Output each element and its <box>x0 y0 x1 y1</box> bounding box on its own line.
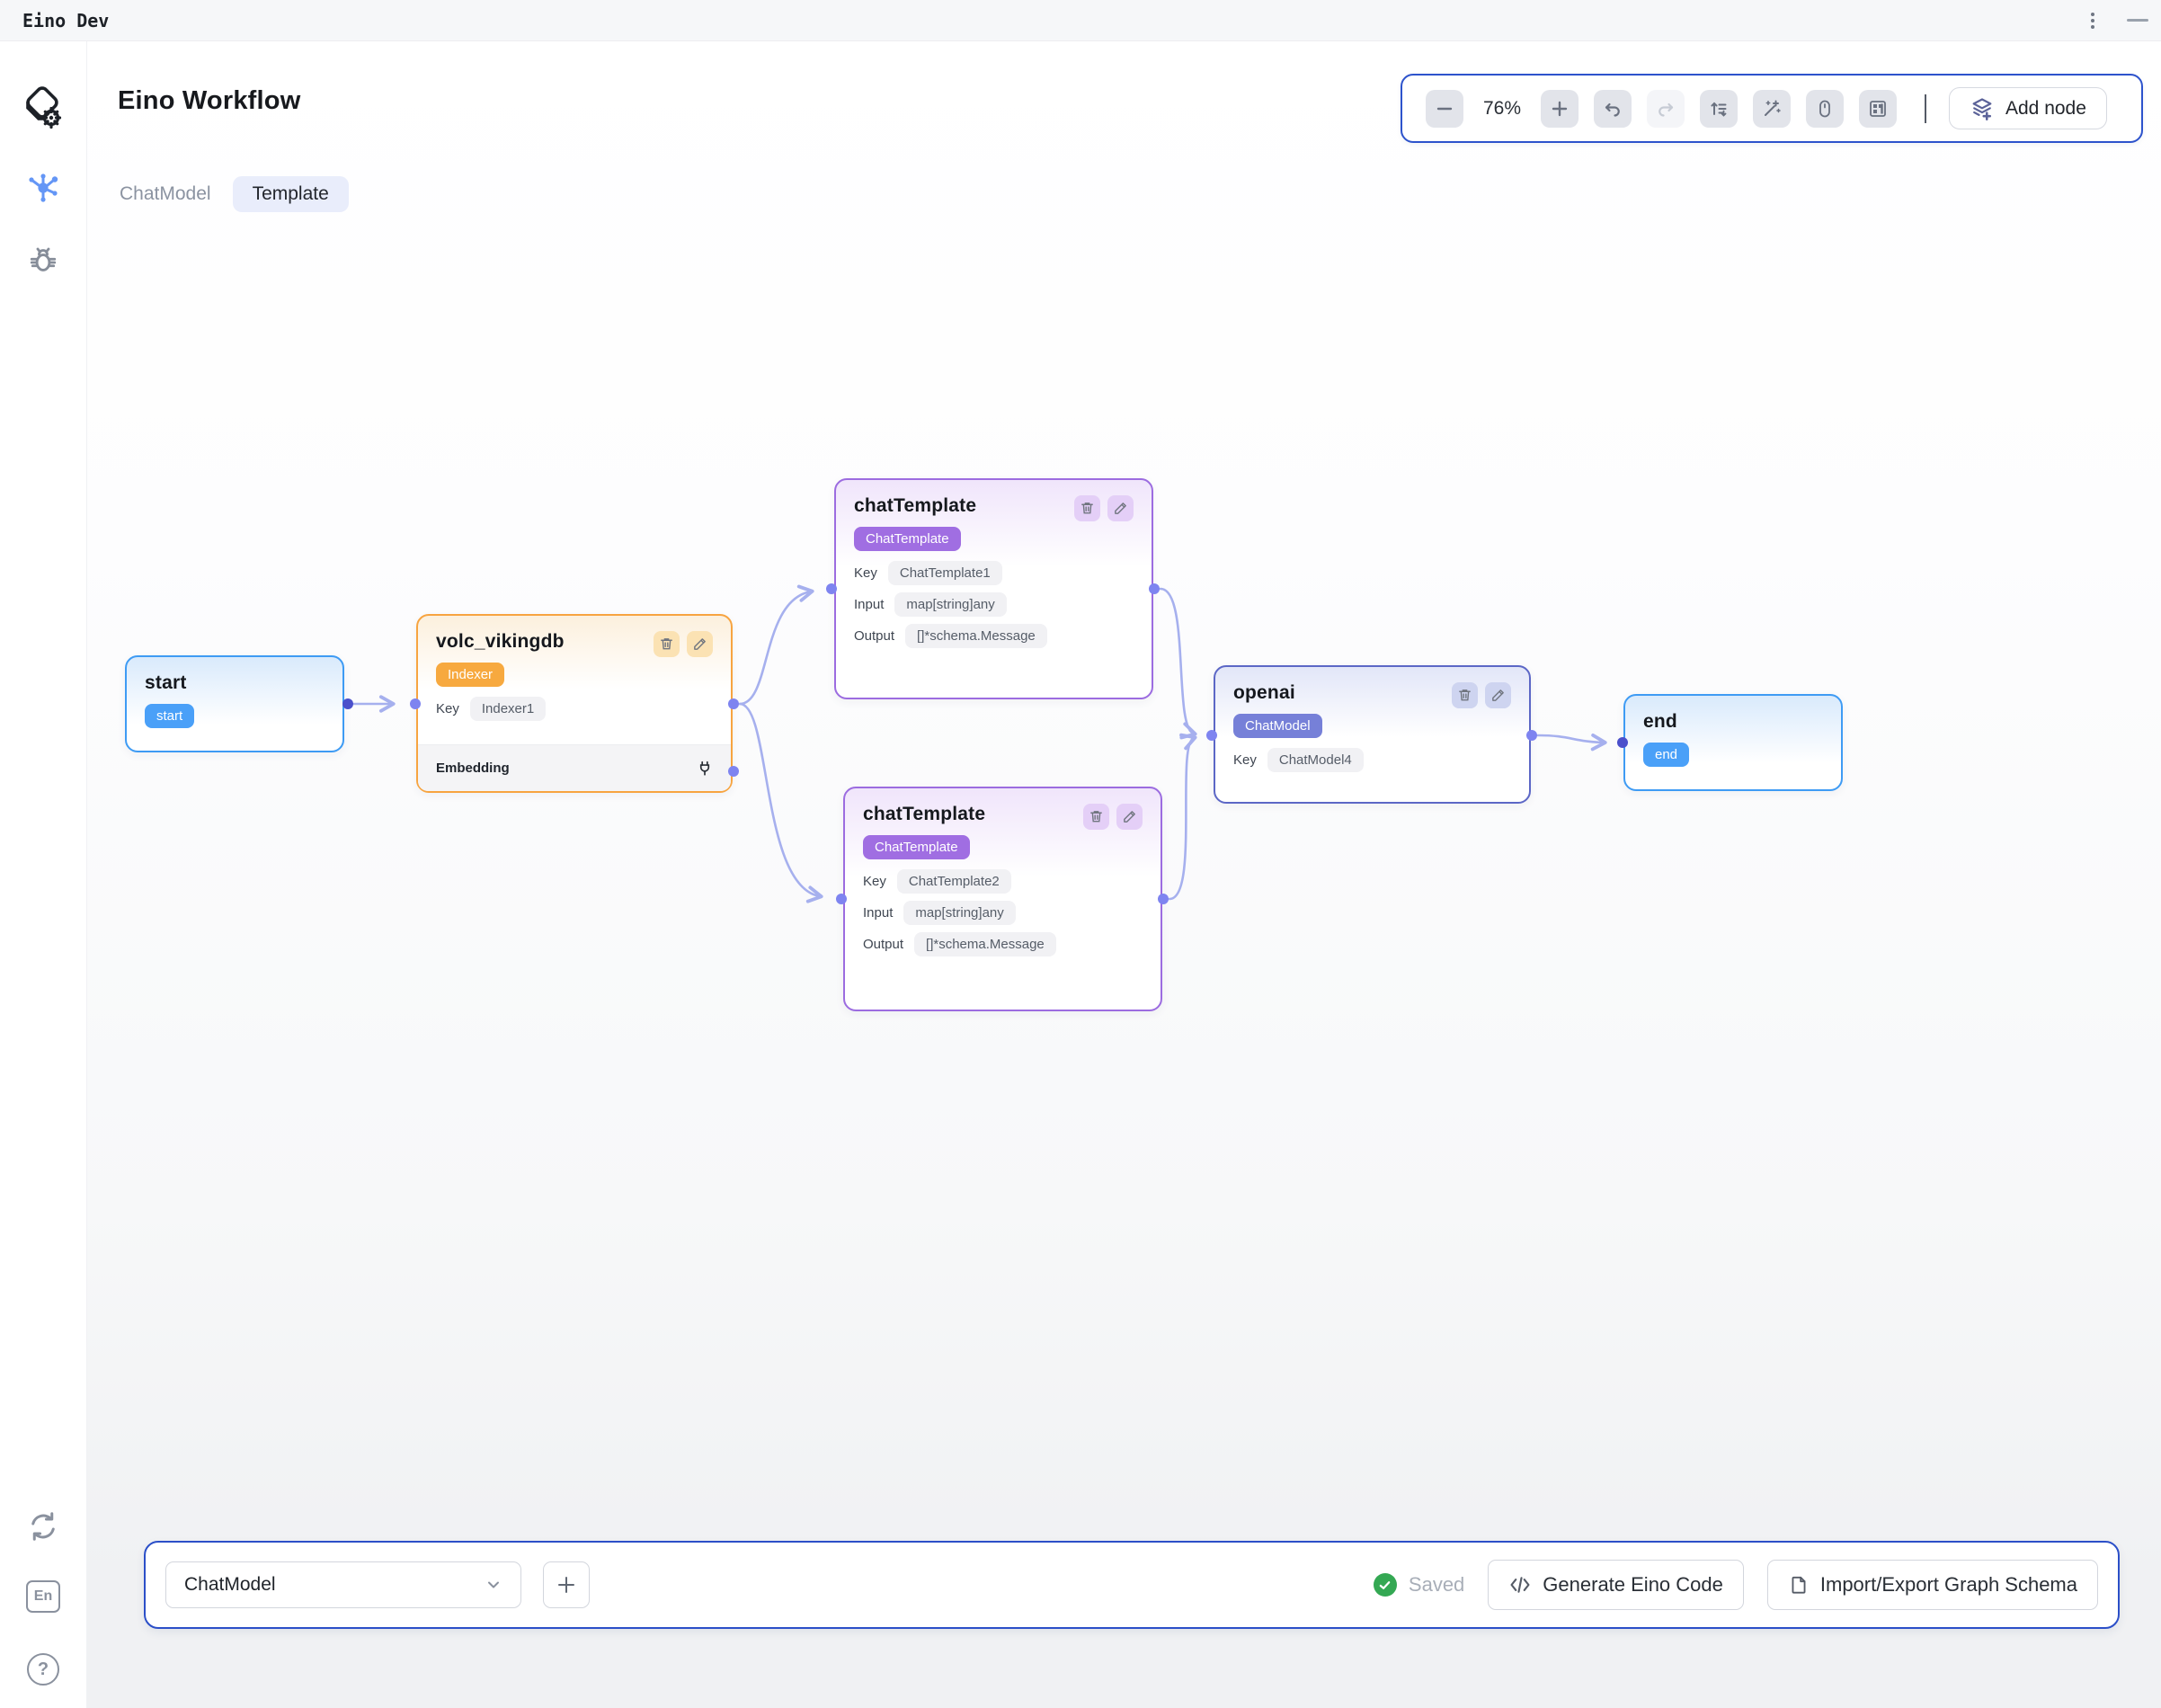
add-node-label: Add node <box>2005 97 2086 119</box>
row-label: Key <box>436 701 459 716</box>
file-icon <box>1792 1576 1806 1594</box>
zoom-level: 76% <box>1482 97 1522 119</box>
row-label: Input <box>854 597 885 612</box>
language-label: En <box>33 1588 53 1604</box>
generate-code-button[interactable]: Generate Eino Code <box>1488 1560 1744 1610</box>
graph-selector-value: ChatModel <box>184 1574 276 1595</box>
page-title: Eino Workflow <box>118 86 301 115</box>
node-type-badge: Indexer <box>436 663 505 687</box>
edit-node-button[interactable] <box>1116 804 1143 830</box>
row-label: Key <box>1233 752 1257 768</box>
zoom-out-button[interactable] <box>1426 89 1463 128</box>
delete-node-button[interactable] <box>1074 495 1100 521</box>
save-status-label: Saved <box>1408 1573 1465 1596</box>
save-status: Saved <box>1373 1573 1465 1597</box>
help-label: ? <box>37 1659 49 1679</box>
node-chattemplate-1[interactable]: chatTemplate ChatTemplate Key ChatTempla… <box>834 478 1153 699</box>
embedding-port-section[interactable]: Embedding <box>418 744 731 791</box>
tab-chatmodel[interactable]: ChatModel <box>120 183 211 204</box>
node-chattemplate-2[interactable]: chatTemplate ChatTemplate Key ChatTempla… <box>843 787 1162 1011</box>
row-label: Output <box>863 937 904 952</box>
node-title: chatTemplate <box>854 495 977 516</box>
row-value: ChatTemplate2 <box>896 869 1011 894</box>
auto-layout-button[interactable] <box>1700 89 1738 128</box>
row-value: Indexer1 <box>469 697 547 721</box>
add-node-button[interactable]: Add node <box>1949 87 2107 129</box>
node-title: volc_vikingdb <box>436 631 565 652</box>
code-icon <box>1510 1577 1530 1593</box>
row-value: []*schema.Message <box>905 624 1047 648</box>
import-export-label: Import/Export Graph Schema <box>1819 1573 2077 1596</box>
node-type-badge: start <box>145 704 195 728</box>
bottom-action-bar: ChatModel Saved Generate Eino Code <box>144 1541 2120 1629</box>
chevron-down-icon <box>488 1581 499 1588</box>
tab-template[interactable]: Template <box>232 176 349 212</box>
graph-selector[interactable]: ChatModel <box>165 1561 521 1608</box>
toolbar-divider <box>1925 93 1926 123</box>
node-title: openai <box>1233 682 1295 703</box>
node-type-badge: ChatTemplate <box>854 527 961 551</box>
canvas-toolbar: 76% <box>1401 74 2143 143</box>
delete-node-button[interactable] <box>654 631 680 657</box>
mouse-mode-button[interactable] <box>1806 89 1844 128</box>
row-label: Input <box>863 905 894 921</box>
magic-wand-button[interactable] <box>1753 89 1791 128</box>
edit-node-button[interactable] <box>1107 495 1134 521</box>
node-type-badge: ChatModel <box>1233 714 1322 738</box>
edit-node-button[interactable] <box>1485 682 1511 708</box>
row-value: map[string]any <box>894 592 1007 617</box>
plug-icon <box>699 761 710 776</box>
node-title: start <box>145 672 187 693</box>
row-value: map[string]any <box>903 901 1016 925</box>
minimize-icon[interactable] <box>2127 19 2148 22</box>
row-value: ChatTemplate1 <box>887 561 1002 585</box>
node-end[interactable]: end end <box>1623 694 1843 791</box>
section-label: Embedding <box>436 761 510 776</box>
node-volc-vikingdb[interactable]: volc_vikingdb Indexer Key Indexer1 Embed… <box>416 614 733 793</box>
eino-logo-icon <box>18 84 68 134</box>
delete-node-button[interactable] <box>1083 804 1109 830</box>
node-title: end <box>1643 711 1677 732</box>
sidebar-item-graph[interactable] <box>25 170 61 206</box>
sidebar: En ? <box>0 41 87 1708</box>
help-icon[interactable]: ? <box>27 1653 59 1686</box>
redo-button[interactable] <box>1647 89 1685 128</box>
layers-plus-icon <box>1972 97 1992 120</box>
sidebar-item-debug[interactable] <box>25 242 61 278</box>
delete-node-button[interactable] <box>1452 682 1478 708</box>
import-export-button[interactable]: Import/Export Graph Schema <box>1766 1560 2098 1610</box>
row-label: Key <box>863 874 886 889</box>
row-value: []*schema.Message <box>914 932 1056 956</box>
window-title: Eino Dev <box>22 10 110 31</box>
node-type-badge: end <box>1643 743 1690 767</box>
minimap-button[interactable] <box>1859 89 1897 128</box>
zoom-in-button[interactable] <box>1541 89 1579 128</box>
generate-code-label: Generate Eino Code <box>1543 1573 1723 1596</box>
check-icon <box>1373 1573 1397 1597</box>
row-value: ChatModel4 <box>1267 748 1364 772</box>
node-openai[interactable]: openai ChatModel Key ChatModel4 <box>1214 665 1531 804</box>
add-graph-button[interactable] <box>543 1561 590 1608</box>
undo-button[interactable] <box>1594 89 1632 128</box>
row-label: Output <box>854 628 895 644</box>
window-titlebar: Eino Dev <box>0 0 2161 41</box>
node-start[interactable]: start start <box>125 655 344 752</box>
edit-node-button[interactable] <box>687 631 713 657</box>
row-label: Key <box>854 565 877 581</box>
node-type-badge: ChatTemplate <box>863 835 970 859</box>
language-toggle[interactable]: En <box>26 1580 60 1613</box>
kebab-menu-icon[interactable] <box>2084 11 2102 31</box>
node-title: chatTemplate <box>863 804 986 824</box>
refresh-icon[interactable] <box>25 1508 61 1544</box>
tab-bar: ChatModel Template <box>118 176 349 212</box>
